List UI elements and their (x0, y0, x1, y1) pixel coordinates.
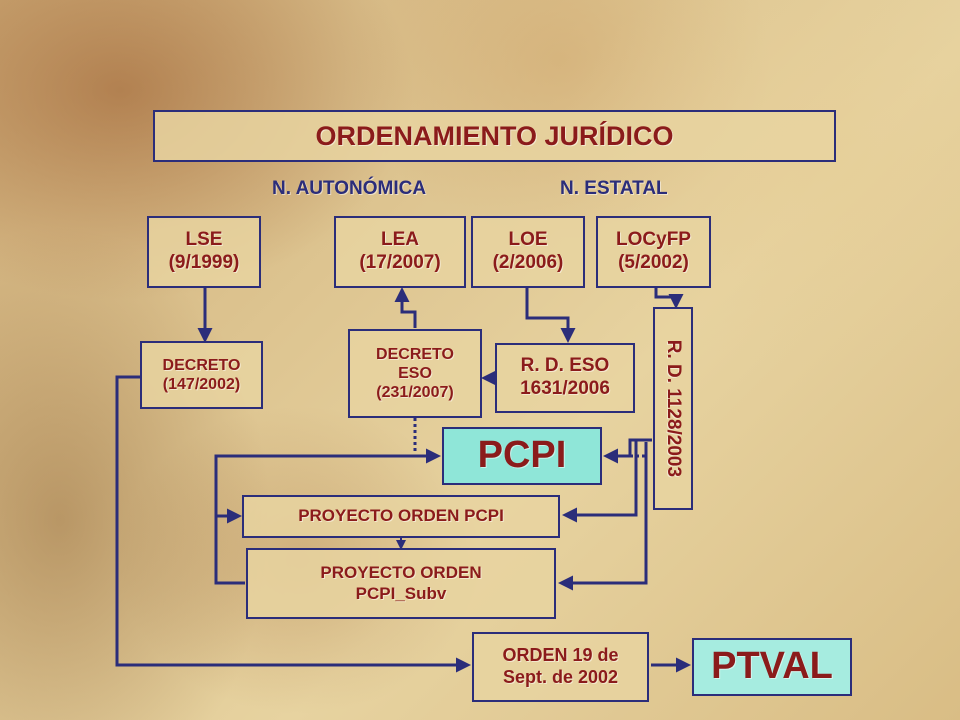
header-autonomica: N. AUTONÓMICA (272, 178, 427, 199)
node-lea: LEA(17/2007) (334, 216, 466, 288)
node-pcpi: PCPI (442, 427, 602, 485)
link-bracket-pcpi (214, 448, 441, 585)
link-loe-rdeso (525, 288, 576, 343)
node-decreto-147: DECRETO(147/2002) (140, 341, 263, 409)
link-rd1128-proyectopcpi (562, 440, 638, 523)
page-title: ORDENAMIENTO JURÍDICO (153, 110, 836, 162)
link-rd1128-proyectosubv (558, 442, 648, 591)
node-loe: LOE(2/2006) (471, 216, 585, 288)
node-proyecto-orden-pcpi: PROYECTO ORDEN PCPI (242, 495, 560, 538)
link-decreto147-orden19 (115, 375, 471, 673)
node-lse: LSE(9/1999) (147, 216, 261, 288)
header-estatal: N. ESTATAL (560, 178, 668, 199)
link-decretoeso-lea (394, 287, 417, 328)
node-locyfp: LOCyFP(5/2002) (596, 216, 711, 288)
link-locyfp-rd1128 (654, 288, 684, 309)
node-rd-1128: R. D. 1128/2003 (653, 307, 693, 510)
node-ptval: PTVAL (692, 638, 852, 696)
